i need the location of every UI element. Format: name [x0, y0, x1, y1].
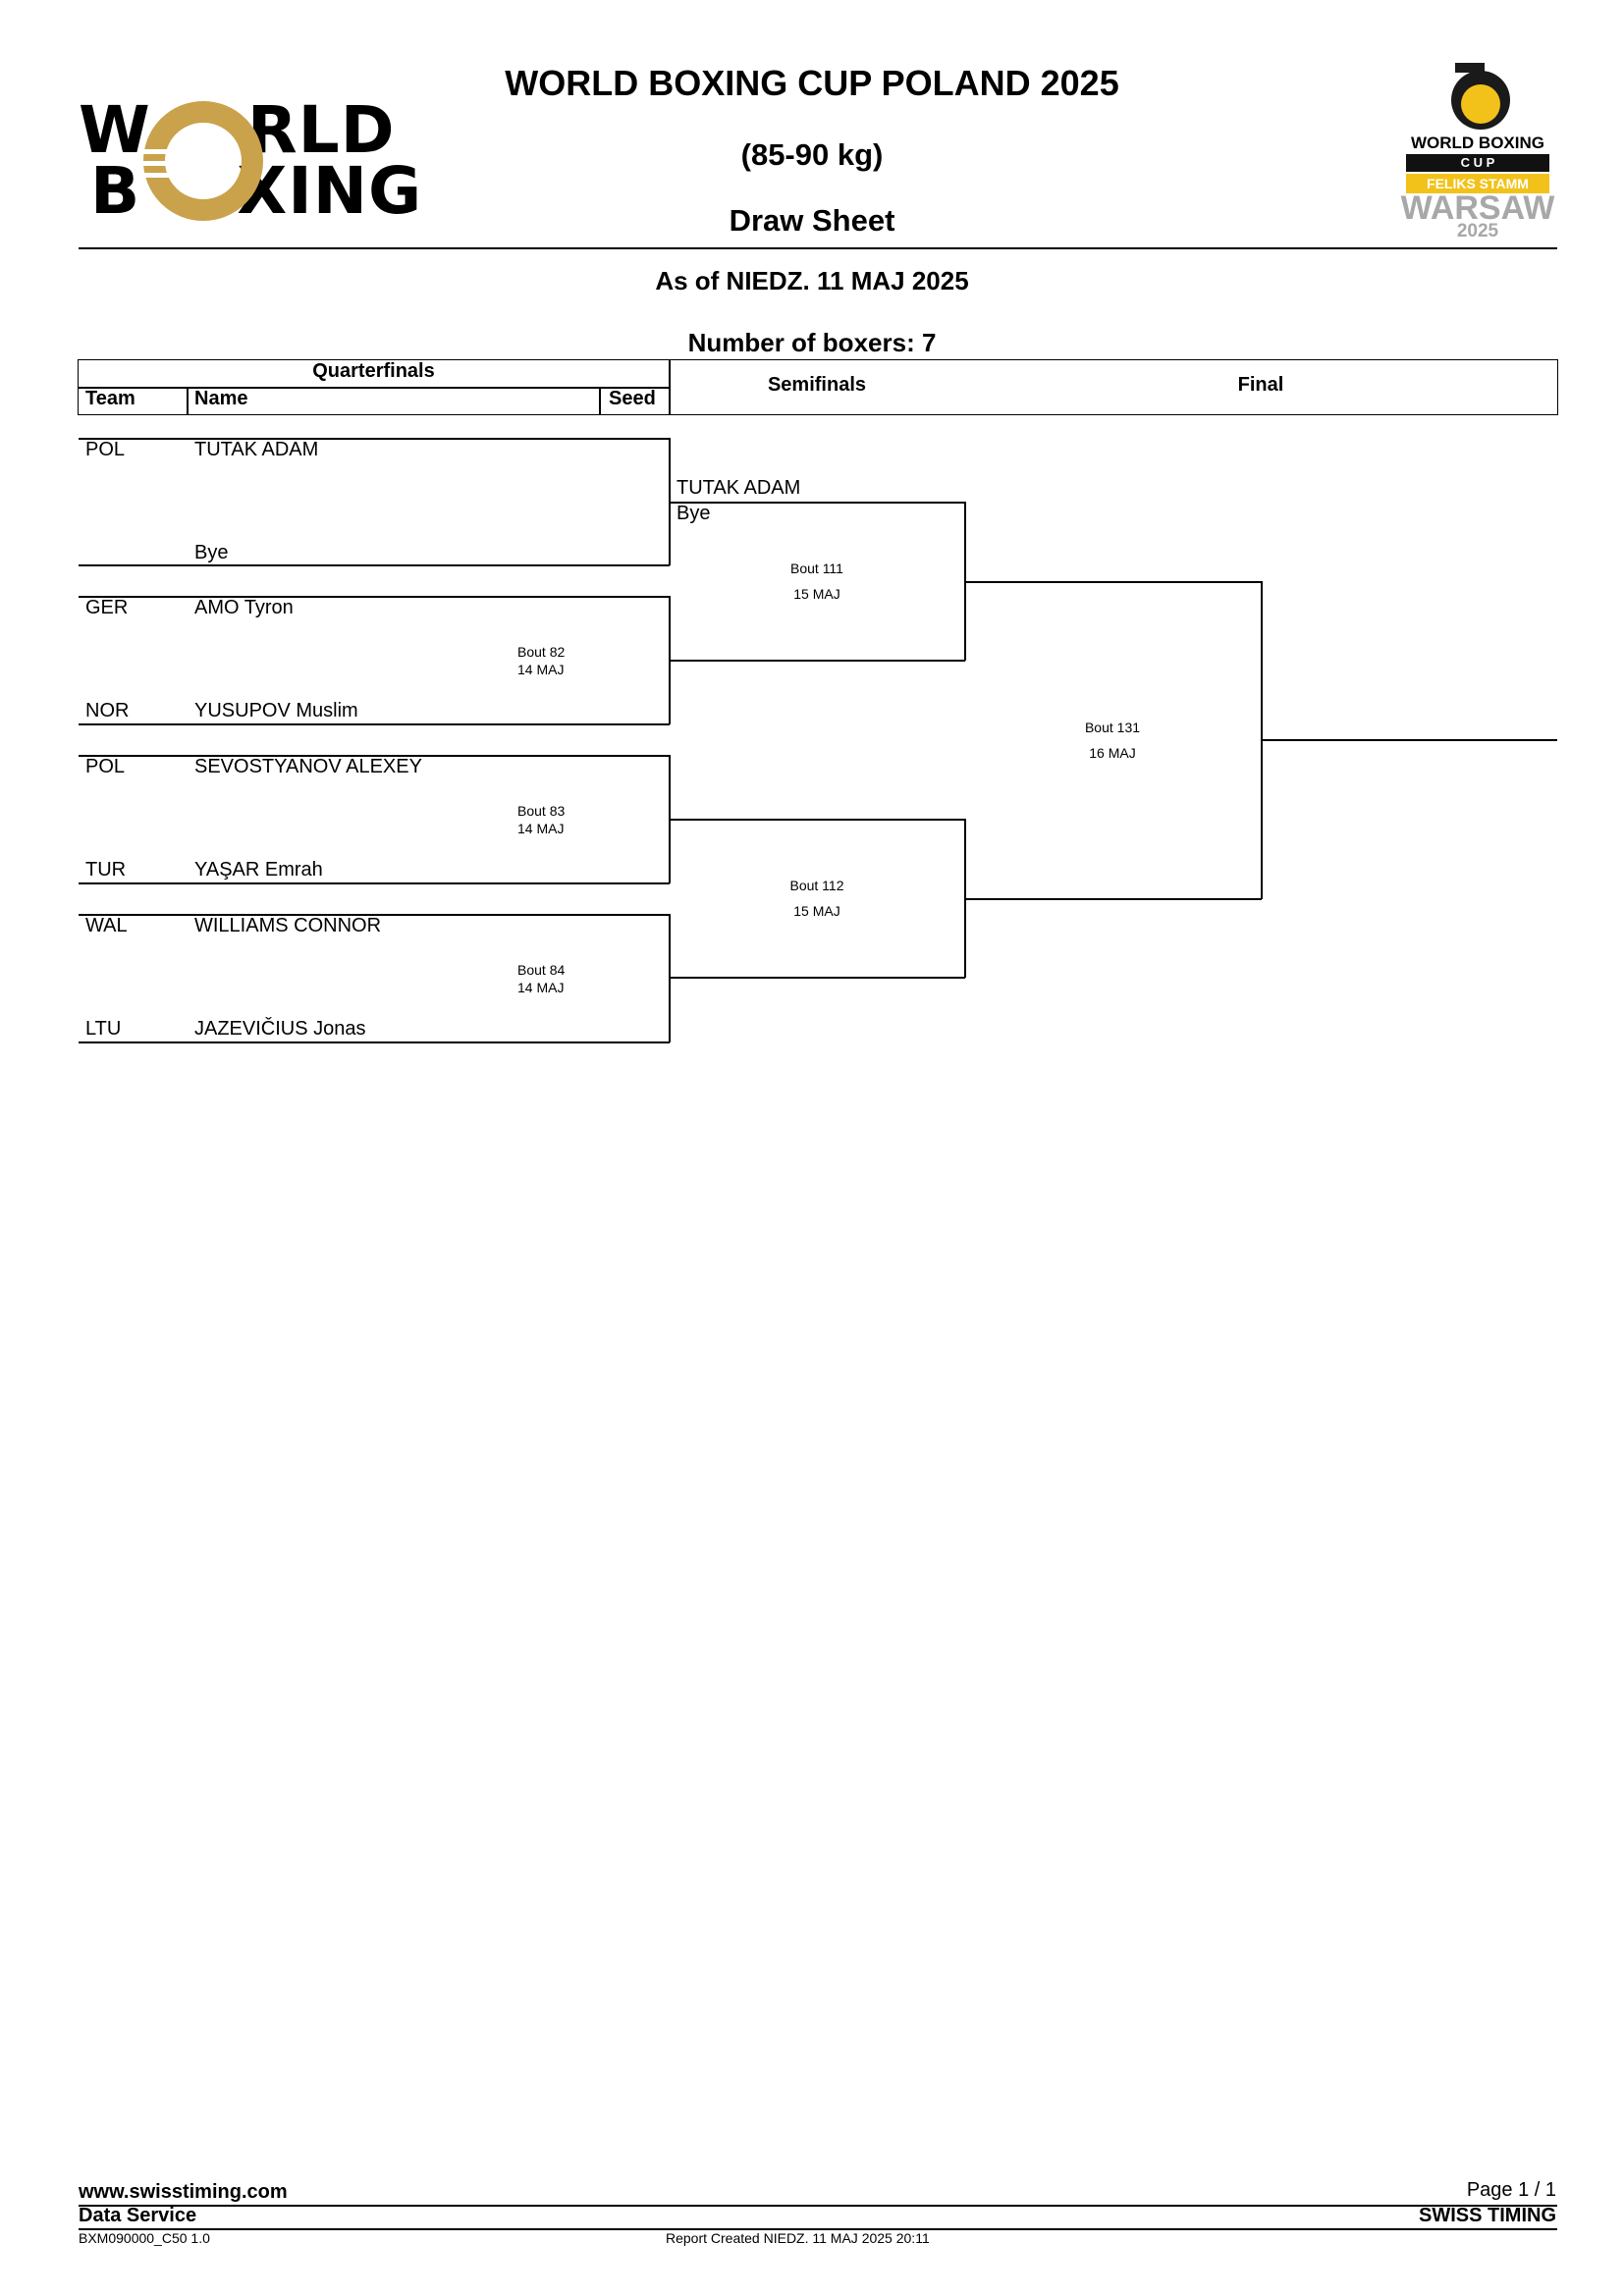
boxer-name: YAŞAR Emrah: [194, 859, 323, 881]
boxer-name: JAZEVIČIUS Jonas: [194, 1018, 366, 1040]
bout-number: Bout 112: [789, 878, 844, 893]
footer-page: Page 1 / 1: [1466, 2179, 1556, 2201]
bracket-line: [669, 755, 671, 883]
bout-number: Bout 82: [517, 644, 566, 660]
bracket-line: [79, 882, 670, 884]
bracket-line: [1261, 581, 1263, 899]
footer-code: BXM090000_C50 1.0: [79, 2230, 210, 2246]
logo-text: C U P: [1406, 154, 1549, 172]
number-of-boxers: Number of boxers: 7: [687, 328, 937, 357]
team-code: WAL: [85, 915, 128, 936]
bracket-line: [669, 438, 671, 565]
divider: [599, 387, 601, 414]
seed-header: Seed: [609, 388, 656, 409]
team-code: POL: [85, 439, 126, 460]
as-of-date: As of NIEDZ. 11 MAJ 2025: [655, 266, 969, 295]
bracket-line: [79, 596, 670, 598]
bracket-line: [79, 564, 670, 566]
final-header: Final: [1237, 374, 1284, 396]
footer-rule: [79, 2205, 1557, 2207]
team-code: GER: [85, 597, 129, 618]
boxer-name: SEVOSTYANOV ALEXEY: [194, 756, 422, 777]
header-rule: [79, 247, 1557, 249]
bout-date: 14 MAJ: [517, 821, 565, 836]
boxer-name: YUSUPOV Muslim: [194, 700, 358, 721]
footer-rule: [79, 2228, 1557, 2230]
logo-letter: B: [90, 153, 141, 229]
bracket-line: [964, 819, 966, 978]
bracket-line: [79, 438, 670, 440]
footer-website: www.swisstiming.com: [79, 2181, 288, 2203]
bracket-line: [670, 977, 965, 979]
bout-number: Bout 111: [790, 561, 843, 576]
team-code: LTU: [85, 1018, 122, 1040]
bout-date: 15 MAJ: [793, 586, 840, 602]
bout-number: Bout 84: [517, 962, 566, 978]
footer-report-created: Report Created NIEDZ. 11 MAJ 2025 20:11: [666, 2230, 930, 2246]
bout-date: 14 MAJ: [517, 662, 565, 677]
bracket-line: [670, 819, 965, 821]
bout-number: Bout 83: [517, 803, 566, 819]
logo-letters: XING: [237, 153, 423, 229]
divider: [187, 387, 189, 414]
bout-date: 14 MAJ: [517, 980, 565, 995]
semifinals-header: Semifinals: [767, 374, 867, 396]
logo-text: FELIKS STAMM: [1406, 174, 1549, 193]
team-code: NOR: [85, 700, 130, 721]
bracket-line: [965, 581, 1262, 583]
team-code: TUR: [85, 859, 127, 881]
bracket-line: [670, 502, 965, 504]
event-title: WORLD BOXING CUP POLAND 2025: [505, 63, 1119, 103]
bout-number: Bout 131: [1084, 720, 1141, 735]
semifinal-note: Bye: [677, 503, 711, 524]
column-header-table: [78, 359, 1558, 415]
boxer-name: TUTAK ADAM: [194, 439, 319, 460]
bout-date: 15 MAJ: [793, 903, 840, 919]
bracket-line: [79, 755, 670, 757]
bracket-line: [669, 914, 671, 1042]
sheet-subtitle: Draw Sheet: [729, 203, 895, 238]
footer-data-service: Data Service: [79, 2205, 197, 2226]
bracket-line: [669, 596, 671, 724]
bracket-line: [965, 898, 1262, 900]
name-header: Name: [194, 388, 248, 409]
logo-text: WARSAW: [1400, 189, 1555, 227]
divider: [669, 359, 671, 414]
team-code: POL: [85, 756, 126, 777]
champion-line: [1262, 739, 1557, 741]
bracket-line: [964, 502, 966, 661]
semifinal-winner: TUTAK ADAM: [677, 477, 801, 499]
boxer-name: WILLIAMS CONNOR: [194, 915, 382, 936]
boxer-name: AMO Tyron: [194, 597, 294, 618]
bracket-line: [79, 914, 670, 916]
world-boxing-cup-warsaw-logo: WORLD BOXING C U P FELIKS STAMM WARSAW 2…: [1394, 59, 1561, 245]
footer-brand: SWISS TIMING: [1419, 2205, 1556, 2226]
bracket-line: [79, 723, 670, 725]
cup-emblem-icon: [1451, 63, 1510, 130]
logo-ring-icon: [142, 101, 263, 221]
bracket-line: [79, 1041, 670, 1043]
logo-letters: RLD: [246, 92, 396, 168]
logo-text: WORLD BOXING: [1411, 133, 1544, 152]
team-header: Team: [85, 388, 135, 409]
divider: [79, 387, 669, 389]
weight-class: (85-90 kg): [740, 137, 884, 172]
quarterfinals-header: Quarterfinals: [312, 360, 435, 382]
logo-letter: W: [79, 92, 151, 168]
bout-date: 16 MAJ: [1089, 745, 1136, 761]
bracket-line: [670, 660, 965, 662]
opponent-name: Bye: [194, 542, 229, 563]
logo-text: 2025: [1456, 221, 1499, 241]
